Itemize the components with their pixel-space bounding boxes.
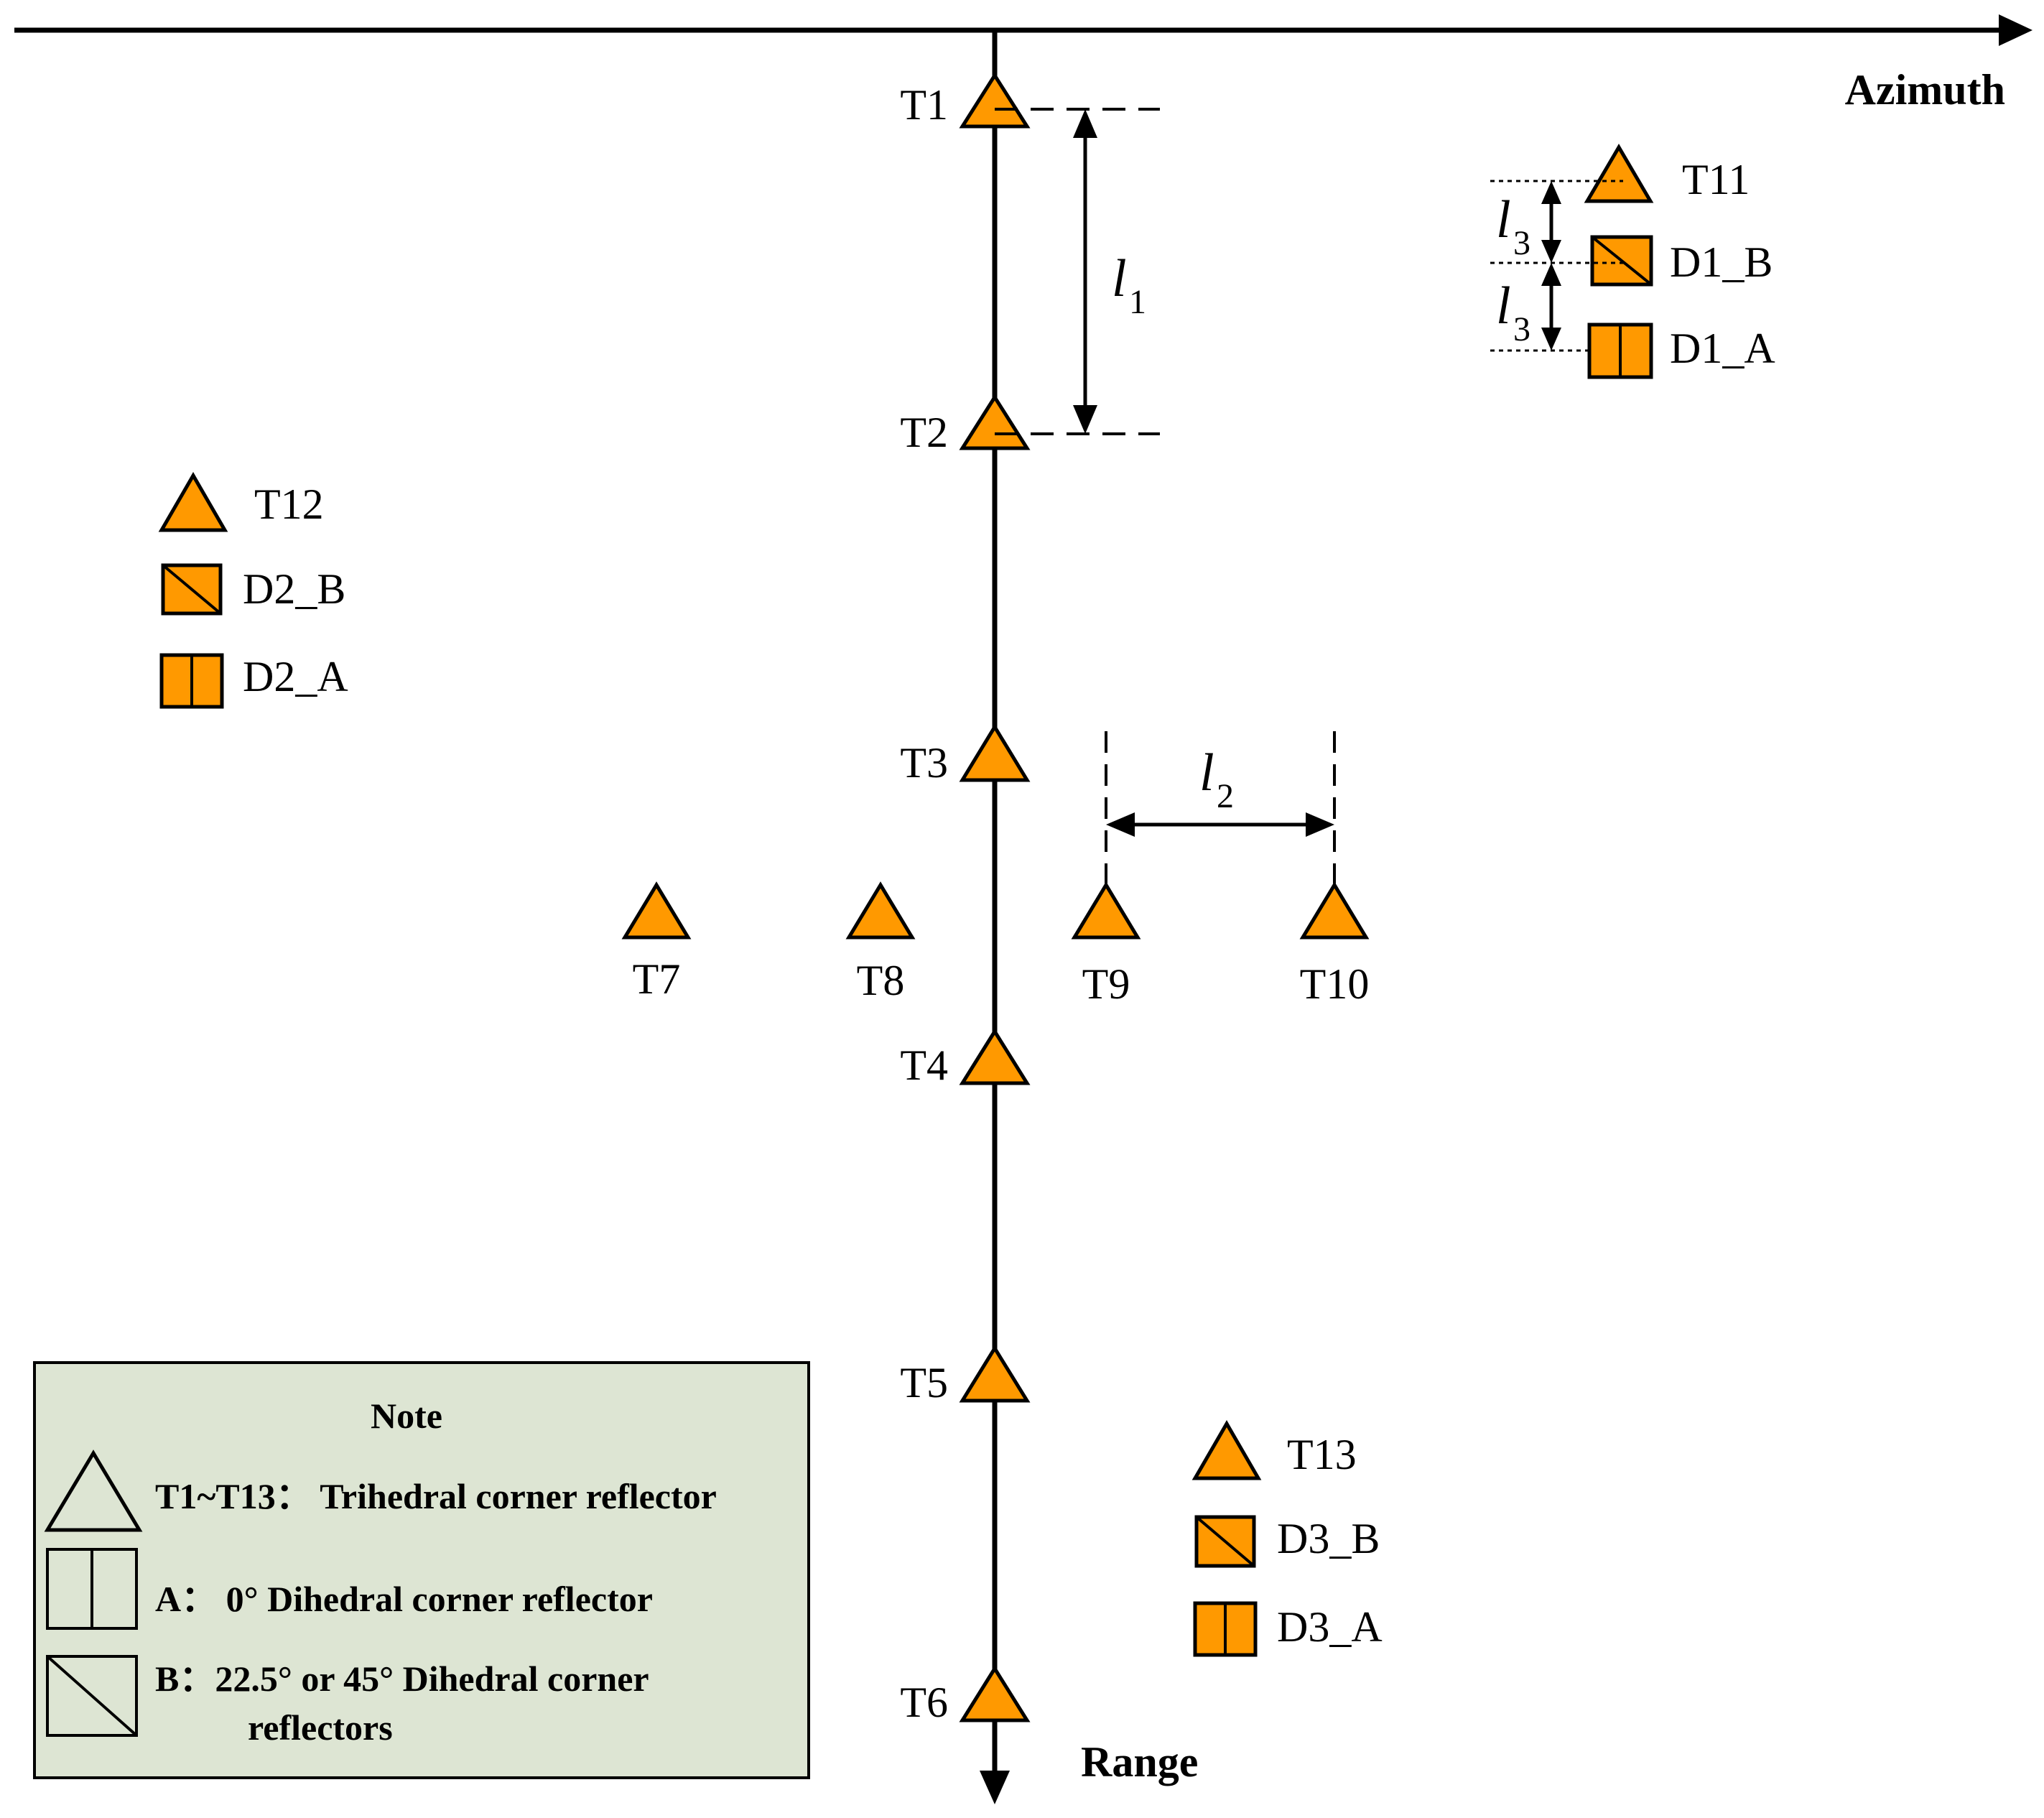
legend-dihedral-b-icon <box>46 1655 138 1737</box>
trihedral-T13 <box>1191 1420 1262 1480</box>
label-D3_B: D3_B <box>1277 1515 1380 1562</box>
dihedral-D2_B <box>161 563 223 616</box>
dihedral-D1_B <box>1590 235 1653 287</box>
range-axis: Range <box>980 30 1198 1804</box>
legend-dihedral-a-text: A： 0° Dihedral corner reflector <box>155 1579 653 1619</box>
legend-dihedral-a-icon <box>46 1548 138 1630</box>
azimuth-label: Azimuth <box>1845 66 2005 113</box>
trihedral-T12 <box>158 472 228 532</box>
trihedral-T4: T4 <box>900 1028 1031 1089</box>
label-T1: T1 <box>900 81 948 129</box>
label-T2: T2 <box>900 409 948 456</box>
trihedral-T3: T3 <box>900 723 1031 787</box>
note-title: Note <box>371 1396 442 1436</box>
l3-subscript-lower: 3 <box>1513 310 1530 348</box>
l3-symbol-lower: l <box>1496 277 1511 335</box>
reflector-group-1: T11 D1_B D1_A l 3 l 3 <box>1490 144 1775 379</box>
distance-l2: l 2 <box>1105 731 1336 884</box>
label-D1_A: D1_A <box>1670 325 1775 372</box>
l3-symbol-upper: l <box>1496 190 1511 249</box>
dihedral-D1_A <box>1587 323 1653 379</box>
trihedral-T5: T5 <box>900 1345 1031 1406</box>
label-T8: T8 <box>857 957 905 1004</box>
label-T12: T12 <box>254 481 324 528</box>
l2-symbol: l <box>1199 743 1214 802</box>
distance-l1: l 1 <box>995 108 1160 435</box>
label-D3_A: D3_A <box>1277 1603 1383 1651</box>
l3-subscript-upper: 3 <box>1513 224 1530 262</box>
l2-subscript: 2 <box>1217 777 1234 815</box>
label-T10: T10 <box>1300 960 1370 1008</box>
dihedral-D3_B <box>1194 1515 1256 1568</box>
trihedral-T9: T9 <box>1071 881 1141 1008</box>
range-label: Range <box>1081 1738 1198 1786</box>
note-box: Note T1~T13： Trihedral corner reflector … <box>33 1361 810 1779</box>
trihedral-T8: T8 <box>845 881 916 1004</box>
label-T5: T5 <box>900 1359 948 1406</box>
azimuth-axis: Azimuth <box>14 14 2033 113</box>
legend-trihedral-icon <box>44 1450 143 1532</box>
trihedral-T10: T10 <box>1299 881 1370 1008</box>
azimuth-arrowhead <box>1999 14 2033 46</box>
trihedral-T6: T6 <box>900 1665 1031 1726</box>
label-T9: T9 <box>1082 960 1130 1008</box>
label-D2_B: D2_B <box>243 565 345 613</box>
reflector-group-2: T12 D2_B D2_A <box>158 472 348 709</box>
trihedral-T7: T7 <box>621 881 692 1003</box>
label-T3: T3 <box>900 739 948 787</box>
label-T11: T11 <box>1682 156 1750 203</box>
trihedral-T1: T1 <box>900 72 1031 129</box>
legend-dihedral-b-text-line1: B：22.5° or 45° Dihedral corner <box>155 1659 649 1699</box>
label-T7: T7 <box>633 955 681 1003</box>
label-T4: T4 <box>900 1042 948 1089</box>
label-T13: T13 <box>1287 1431 1357 1478</box>
l1-symbol: l <box>1112 249 1127 308</box>
dihedral-D2_A <box>159 653 224 709</box>
legend-dihedral-b-text-line2: reflectors <box>248 1707 393 1748</box>
label-D1_B: D1_B <box>1670 238 1773 286</box>
reflector-group-3: T13 D3_B D3_A <box>1191 1420 1383 1657</box>
trihedral-T11 <box>1584 144 1654 203</box>
range-arrowhead <box>980 1771 1010 1804</box>
label-T6: T6 <box>900 1679 948 1726</box>
label-D2_A: D2_A <box>243 653 348 700</box>
dihedral-D3_A <box>1193 1601 1258 1657</box>
l1-subscript: 1 <box>1129 283 1146 321</box>
legend-trihedral-text: T1~T13： Trihedral corner reflector <box>155 1476 717 1516</box>
trihedral-T2: T2 <box>900 394 1031 456</box>
distance-l3: l 3 l 3 <box>1490 180 1623 352</box>
